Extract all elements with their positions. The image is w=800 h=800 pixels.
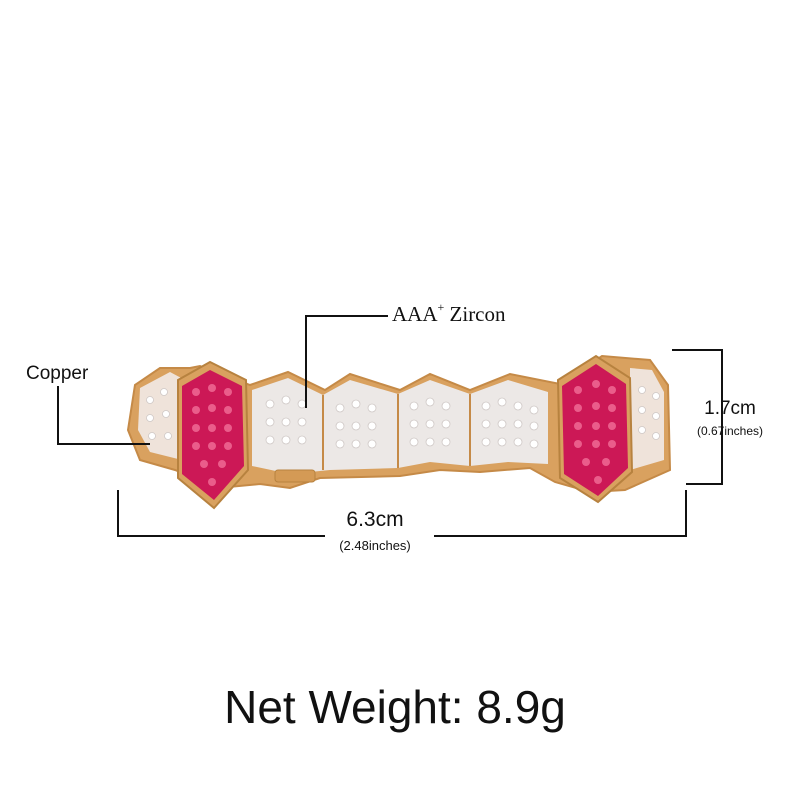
- ruby-stones-right: [574, 380, 616, 484]
- ruby-block-left: [177, 360, 250, 510]
- height-inches-label: (0.67inches): [696, 424, 764, 438]
- zircon-label: AAA+ Zircon: [392, 300, 506, 327]
- zircon-field-right: [630, 368, 664, 470]
- zircon-name: Zircon: [444, 302, 506, 326]
- width-dim-left: [117, 490, 325, 537]
- zircon-grade-sup: +: [437, 300, 445, 314]
- zircon-stones: [146, 386, 660, 449]
- zircon-grade: AAA: [392, 302, 438, 326]
- width-cm-label: 6.3cm: [346, 508, 404, 531]
- width-dim-right: [434, 490, 687, 537]
- width-inches-label: (2.48inches): [339, 538, 411, 553]
- height-dimension-line: [672, 349, 723, 485]
- copper-label: Copper: [26, 363, 89, 384]
- grill-body: [126, 354, 672, 494]
- height-cm-label: 1.7cm: [704, 398, 756, 419]
- zircon-field-center: [252, 378, 548, 474]
- ruby-stones-left: [192, 384, 232, 486]
- zircon-leader-line: [305, 315, 388, 408]
- annotation-lines: [57, 315, 723, 537]
- grill-clasp: [274, 469, 316, 483]
- copper-leader-line: [57, 386, 150, 445]
- net-weight-label: Net Weight: 8.9g: [224, 681, 566, 733]
